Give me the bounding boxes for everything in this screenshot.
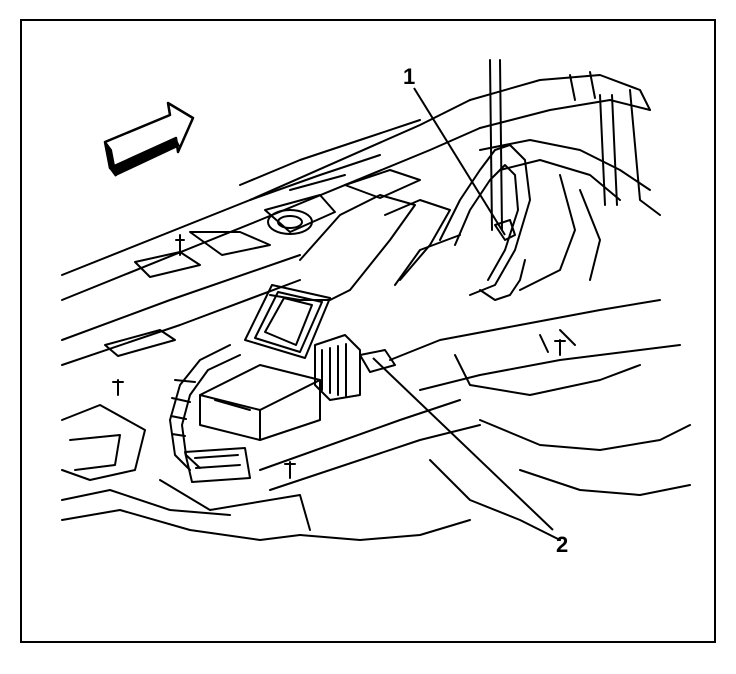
callout-1-label: 1 — [403, 64, 415, 89]
callout-2-label: 2 — [556, 532, 568, 557]
diagram-frame — [20, 19, 716, 643]
callout-2-leader — [372, 357, 554, 531]
callout-1-leader — [413, 87, 506, 236]
forward-arrow-icon — [103, 101, 195, 177]
vehicle-floor-illustration — [61, 59, 691, 541]
